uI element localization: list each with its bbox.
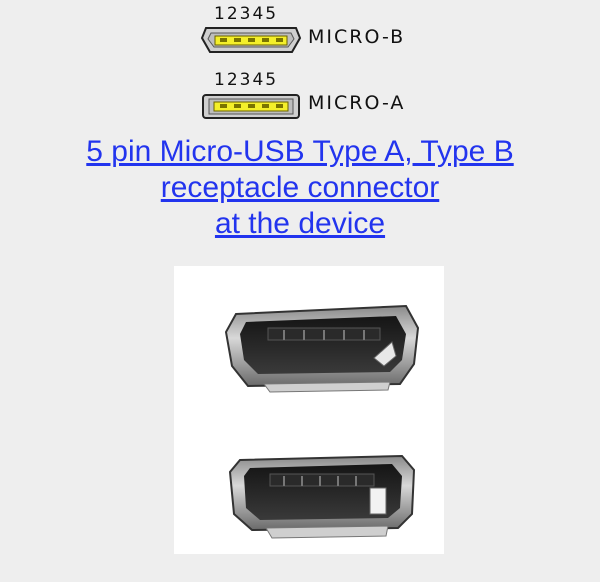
- caption-link-line-3[interactable]: at the device: [214, 207, 386, 240]
- micro-a-pin-numbers: 12345: [214, 70, 279, 90]
- micro-b-pin-numbers: 12345: [214, 4, 279, 24]
- micro-b-connector-icon: [200, 27, 302, 53]
- connector-caption-link: 5 pin Micro-USB Type A, Type B receptacl…: [0, 134, 600, 242]
- micro-a-pinout: 12345 MICRO-A: [200, 70, 440, 119]
- micro-usb-receptacle-photo: [174, 266, 444, 554]
- caption-link-line-1[interactable]: 5 pin Micro-USB Type A, Type B: [86, 135, 514, 168]
- micro-b-pinout: 12345 MICRO-B: [200, 4, 440, 53]
- caption-link-line-2[interactable]: receptacle connector: [160, 171, 440, 204]
- micro-a-connector-icon: [202, 94, 300, 119]
- micro-b-label: MICRO-B: [308, 26, 406, 48]
- micro-b-receptacle-icon: [224, 304, 420, 393]
- micro-a-label: MICRO-A: [308, 92, 406, 114]
- micro-a-receptacle-icon: [228, 454, 416, 539]
